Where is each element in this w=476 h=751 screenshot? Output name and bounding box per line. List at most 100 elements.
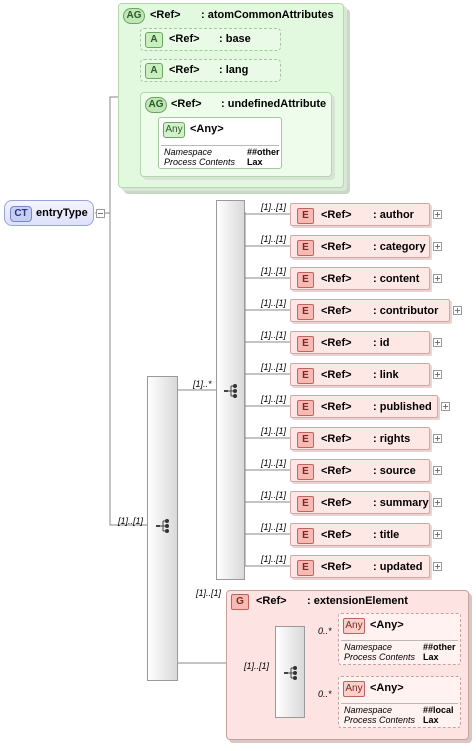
- element-multiplicity: [1]..[1]: [261, 554, 287, 564]
- element-badge: E: [297, 336, 314, 352]
- divider: [341, 640, 458, 641]
- element-source[interactable]: E <Ref> : source: [290, 459, 430, 482]
- choice-compositor[interactable]: [216, 200, 245, 580]
- any-element-local[interactable]: Any <Any> Namespace ##local Process Cont…: [338, 676, 461, 728]
- element-multiplicity: [1]..[1]: [261, 490, 287, 500]
- attribute-group-ref: <Ref>: [150, 9, 181, 21]
- element-name: : title: [373, 529, 400, 541]
- group-badge: G: [231, 594, 249, 610]
- expand-icon[interactable]: [433, 466, 442, 475]
- expand-icon[interactable]: [433, 498, 442, 507]
- attribute-group-name: : atomCommonAttributes: [201, 9, 334, 21]
- attribute-lang[interactable]: A <Ref> : lang: [140, 59, 281, 82]
- expand-icon[interactable]: [433, 338, 442, 347]
- element-name: : id: [373, 337, 390, 349]
- attribute-ref: <Ref>: [169, 33, 200, 45]
- element-multiplicity: [1]..[1]: [261, 426, 287, 436]
- process-contents-value: Lax: [423, 715, 439, 725]
- element-name: : source: [373, 465, 416, 477]
- element-ref: <Ref>: [321, 433, 352, 445]
- attribute-group-badge: AG: [123, 8, 145, 24]
- any-label: <Any>: [370, 682, 404, 694]
- element-rights[interactable]: E<Ref>: rights: [290, 427, 430, 450]
- element-multiplicity: [1]..[1]: [261, 522, 287, 532]
- any-multiplicity: 0..*: [318, 626, 332, 636]
- any-badge: Any: [343, 618, 365, 634]
- element-ref: <Ref>: [321, 529, 352, 541]
- element-name: : summary: [373, 497, 429, 509]
- element-badge: E: [297, 240, 314, 256]
- element-title[interactable]: E<Ref>: title: [290, 523, 430, 546]
- process-contents-value: Lax: [423, 652, 439, 662]
- element-published[interactable]: E<Ref>: published: [290, 395, 438, 418]
- element-contributor[interactable]: E<Ref>: contributor: [290, 299, 450, 322]
- element-ref: <Ref>: [321, 465, 352, 477]
- any-multiplicity: 0..*: [318, 689, 332, 699]
- element-summary[interactable]: E<Ref>: summary: [290, 491, 430, 514]
- element-id[interactable]: E<Ref>: id: [290, 331, 430, 354]
- expand-icon[interactable]: [433, 530, 442, 539]
- attribute-name: : base: [219, 33, 251, 45]
- sequence-icon: [156, 519, 169, 533]
- element-badge: E: [297, 208, 314, 224]
- choice-multiplicity: [1]..*: [193, 379, 212, 389]
- element-multiplicity: [1]..[1]: [261, 458, 287, 468]
- namespace-value: ##other: [247, 147, 280, 157]
- inner-sequence-compositor[interactable]: [275, 626, 305, 718]
- collapse-icon[interactable]: [96, 209, 105, 218]
- any-element-other[interactable]: Any <Any> Namespace ##other Process Cont…: [338, 613, 461, 665]
- complex-type-badge: CT: [10, 206, 32, 222]
- process-contents-label: Process Contents: [164, 157, 236, 167]
- expand-icon[interactable]: [433, 562, 442, 571]
- expand-icon[interactable]: [433, 370, 442, 379]
- element-badge: E: [297, 400, 314, 416]
- any-badge: Any: [163, 122, 185, 138]
- element-name: : link: [373, 369, 399, 381]
- namespace-label: Namespace: [344, 642, 393, 652]
- element-badge: E: [297, 272, 314, 288]
- complex-type-entrytype[interactable]: CT entryType: [4, 200, 94, 226]
- expand-icon[interactable]: [441, 402, 450, 411]
- attribute-name: : lang: [219, 64, 249, 76]
- element-badge: E: [297, 560, 314, 576]
- namespace-value: ##other: [423, 642, 456, 652]
- element-link[interactable]: E<Ref>: link: [290, 363, 430, 386]
- element-ref: <Ref>: [321, 241, 352, 253]
- element-ref: <Ref>: [321, 561, 352, 573]
- expand-icon[interactable]: [433, 434, 442, 443]
- element-name: : contributor: [373, 305, 439, 317]
- group-ref: <Ref>: [256, 595, 287, 607]
- element-multiplicity: [1]..[1]: [261, 330, 287, 340]
- process-contents-label: Process Contents: [344, 715, 416, 725]
- element-ref: <Ref>: [321, 401, 352, 413]
- element-author[interactable]: E <Ref> : author: [290, 203, 430, 226]
- attribute-ref: <Ref>: [169, 64, 200, 76]
- expand-icon[interactable]: [433, 242, 442, 251]
- element-badge: E: [297, 496, 314, 512]
- expand-icon[interactable]: [433, 274, 442, 283]
- element-name: : updated: [373, 561, 423, 573]
- element-multiplicity: [1]..[1]: [261, 202, 287, 212]
- sequence-compositor[interactable]: [147, 376, 178, 681]
- element-ref: <Ref>: [321, 209, 352, 221]
- element-updated[interactable]: E <Ref> : updated: [290, 555, 430, 578]
- attribute-group-ref: <Ref>: [171, 98, 202, 110]
- attribute-group-name: : undefinedAttribute: [221, 98, 327, 110]
- attribute-base[interactable]: A <Ref> : base: [140, 28, 281, 51]
- choice-icon: [224, 384, 237, 398]
- namespace-label: Namespace: [344, 705, 393, 715]
- any-attribute[interactable]: Any <Any> Namespace ##other Process Cont…: [158, 117, 282, 169]
- element-multiplicity: [1]..[1]: [261, 362, 287, 372]
- element-category[interactable]: E<Ref>: category: [290, 235, 430, 258]
- element-content[interactable]: E<Ref>: content: [290, 267, 430, 290]
- element-ref: <Ref>: [321, 273, 352, 285]
- expand-icon[interactable]: [433, 210, 442, 219]
- attribute-group-badge: AG: [145, 97, 167, 113]
- element-badge: E: [297, 432, 314, 448]
- attribute-badge: A: [145, 32, 163, 48]
- element-name: : author: [373, 209, 414, 221]
- attribute-badge: A: [145, 63, 163, 79]
- expand-icon[interactable]: [453, 306, 462, 315]
- element-badge: E: [297, 464, 314, 480]
- namespace-label: Namespace: [164, 147, 213, 157]
